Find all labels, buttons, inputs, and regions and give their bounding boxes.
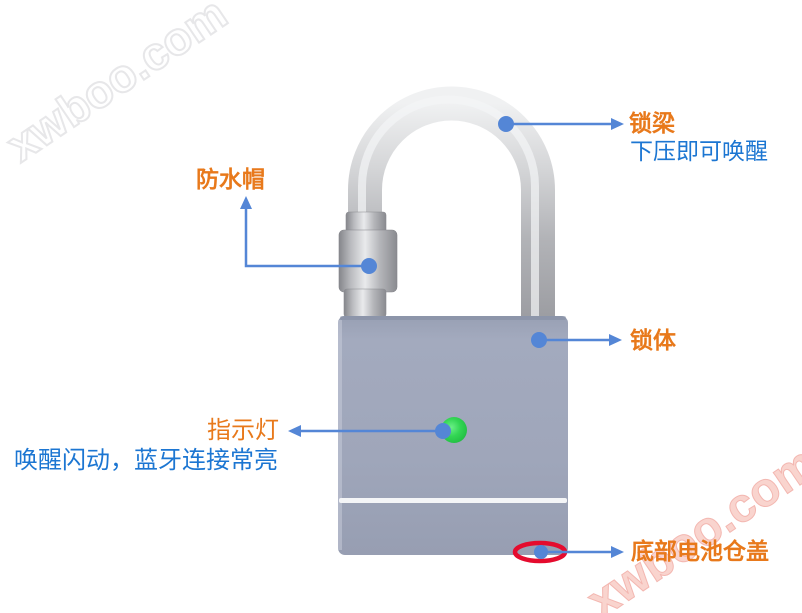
lock-body-groove bbox=[339, 498, 567, 503]
callout-arrow-waterproof-cap bbox=[240, 196, 252, 209]
shackle-description: 下压即可唤醒 bbox=[630, 138, 768, 164]
lock-body-label: 锁体 bbox=[630, 327, 676, 353]
callout-arrow-indicator bbox=[288, 425, 301, 437]
callout-dot-lock-body bbox=[531, 332, 547, 348]
indicator-light-label: 指示灯 bbox=[207, 417, 279, 444]
waterproof-cap-label: 防水帽 bbox=[196, 166, 265, 192]
callout-arrow-battery-cover bbox=[611, 546, 624, 558]
indicator-light-description: 唤醒闪动，蓝牙连接常亮 bbox=[14, 447, 278, 474]
callout-dot-shackle bbox=[498, 116, 514, 132]
shackle-label: 锁梁 bbox=[629, 110, 675, 136]
lock-body-top-edge bbox=[340, 316, 566, 320]
callout-line-waterproof-cap bbox=[244, 208, 369, 268]
lock-body-left-highlight bbox=[338, 320, 342, 550]
battery-cover-label: 底部电池仓盖 bbox=[631, 538, 769, 564]
callout-arrow-lock-body bbox=[609, 334, 622, 346]
waterproof-cap-base bbox=[343, 288, 387, 318]
callout-dot-waterproof-cap bbox=[361, 258, 377, 274]
shackle-highlight bbox=[358, 95, 539, 318]
callout-dot-battery-cover bbox=[534, 545, 548, 559]
callout-dot-indicator bbox=[435, 423, 451, 439]
callout-arrow-shackle bbox=[611, 118, 624, 130]
